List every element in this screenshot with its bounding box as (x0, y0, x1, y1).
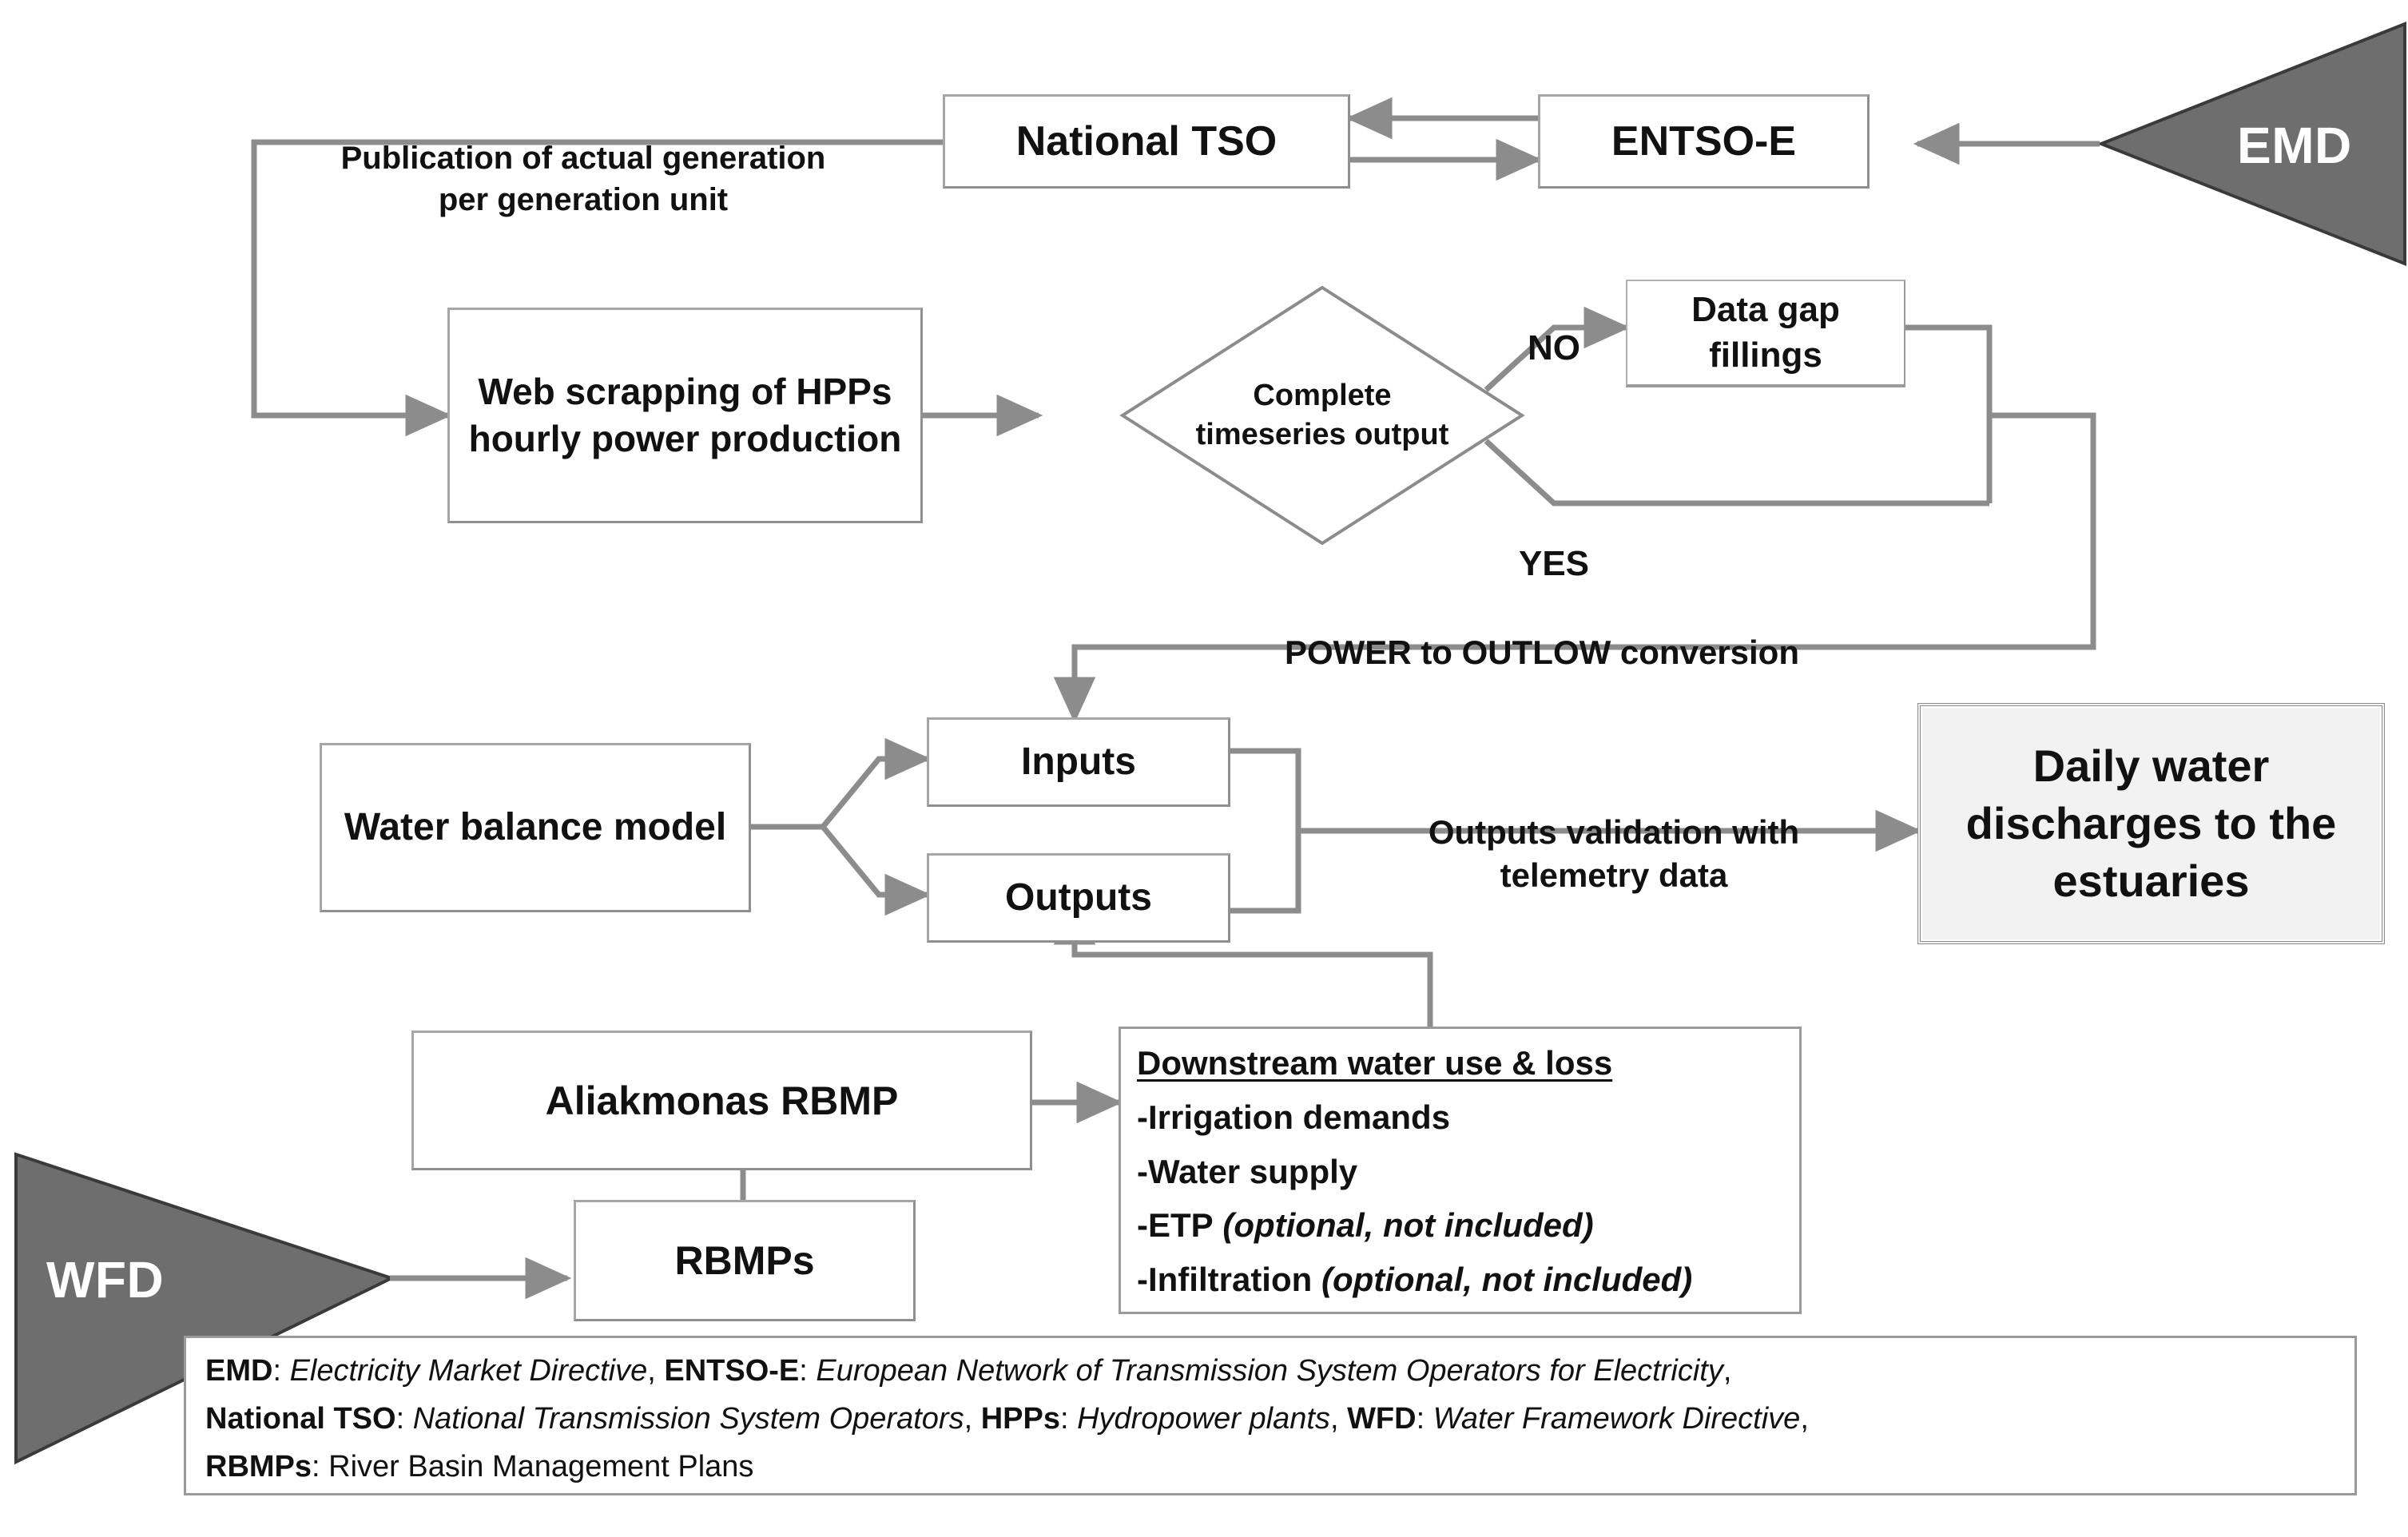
downstream-item: -Infiltration (optional, not included) (1137, 1261, 1693, 1298)
edge-yes-branch (1484, 439, 1989, 506)
label-outputs-validation: Outputs validation with telemetry data (1428, 812, 1800, 895)
node-web-scraping[interactable]: Web scrapping of HPPs hourly power produ… (447, 308, 923, 523)
node-outputs[interactable]: Outputs (927, 853, 1230, 943)
legend-line: RBMPs: River Basin Management Plans (205, 1449, 754, 1483)
node-inputs[interactable]: Inputs (927, 717, 1230, 807)
node-daily-discharges-label: Daily water discharges to the estuaries (1965, 741, 2337, 906)
label-no: NO (1528, 328, 1580, 368)
node-web-scraping-label: Web scrapping of HPPs hourly power produ… (468, 371, 902, 459)
label-publication: Publication of actual generation per gen… (340, 141, 826, 217)
edge-datagap-to-trunk (1905, 324, 1993, 503)
node-water-balance-label: Water balance model (344, 806, 727, 849)
node-data-gap-label: Data gap fillings (1691, 290, 1840, 375)
node-national-tso[interactable]: National TSO (943, 94, 1350, 189)
label-power-conversion: POWER to OUTLOW conversion (1284, 633, 1799, 671)
legend-line: National TSO: National Transmission Syst… (205, 1401, 1809, 1436)
downstream-item: -ETP (optional, not included) (1137, 1206, 1594, 1245)
node-water-balance-model[interactable]: Water balance model (320, 743, 751, 912)
node-aliakmonas-rbmp[interactable]: Aliakmonas RBMP (411, 1031, 1032, 1170)
abbreviation-legend: EMD: Electricity Market Directive, ENTSO… (184, 1336, 2357, 1495)
node-outputs-label: Outputs (1005, 876, 1152, 919)
node-inputs-label: Inputs (1021, 741, 1136, 784)
node-daily-discharges[interactable]: Daily water discharges to the estuaries (1917, 703, 2385, 944)
edge-wbm-split-down (751, 824, 932, 916)
wfd-callout-label: WFD (46, 1251, 165, 1309)
node-entsoe-label: ENTSO-E (1611, 117, 1797, 165)
node-downstream-water-use[interactable]: Downstream water use & loss -Irrigation … (1119, 1027, 1802, 1314)
node-aliakmonas-label: Aliakmonas RBMP (545, 1078, 899, 1123)
node-rbmps-label: RBMPs (674, 1238, 815, 1283)
node-data-gap-fillings[interactable]: Data gap fillings (1626, 280, 1905, 387)
edge-no-branch (1484, 306, 1631, 392)
emd-callout-label: EMD (2237, 117, 2352, 174)
downstream-item: -Irrigation demands (1137, 1098, 1451, 1136)
legend-line: EMD: Electricity Market Directive, ENTSO… (205, 1354, 1732, 1388)
decision-diamond (1119, 285, 1525, 546)
node-national-tso-label: National TSO (1015, 117, 1278, 165)
edge-trunk-to-inputs (1053, 412, 2096, 724)
label-yes: YES (1518, 544, 1590, 584)
node-entsoe[interactable]: ENTSO-E (1538, 94, 1870, 189)
edge-io-bracket (1230, 748, 1301, 914)
downstream-item: -Water supply (1137, 1152, 1358, 1190)
downstream-title: Downstream water use & loss (1137, 1044, 1613, 1082)
node-rbmps[interactable]: RBMPs (574, 1200, 916, 1321)
emd-triangle (2096, 22, 2406, 266)
edge-wbm-split-up (751, 737, 932, 830)
edge-tso-to-webscraping (251, 139, 943, 437)
